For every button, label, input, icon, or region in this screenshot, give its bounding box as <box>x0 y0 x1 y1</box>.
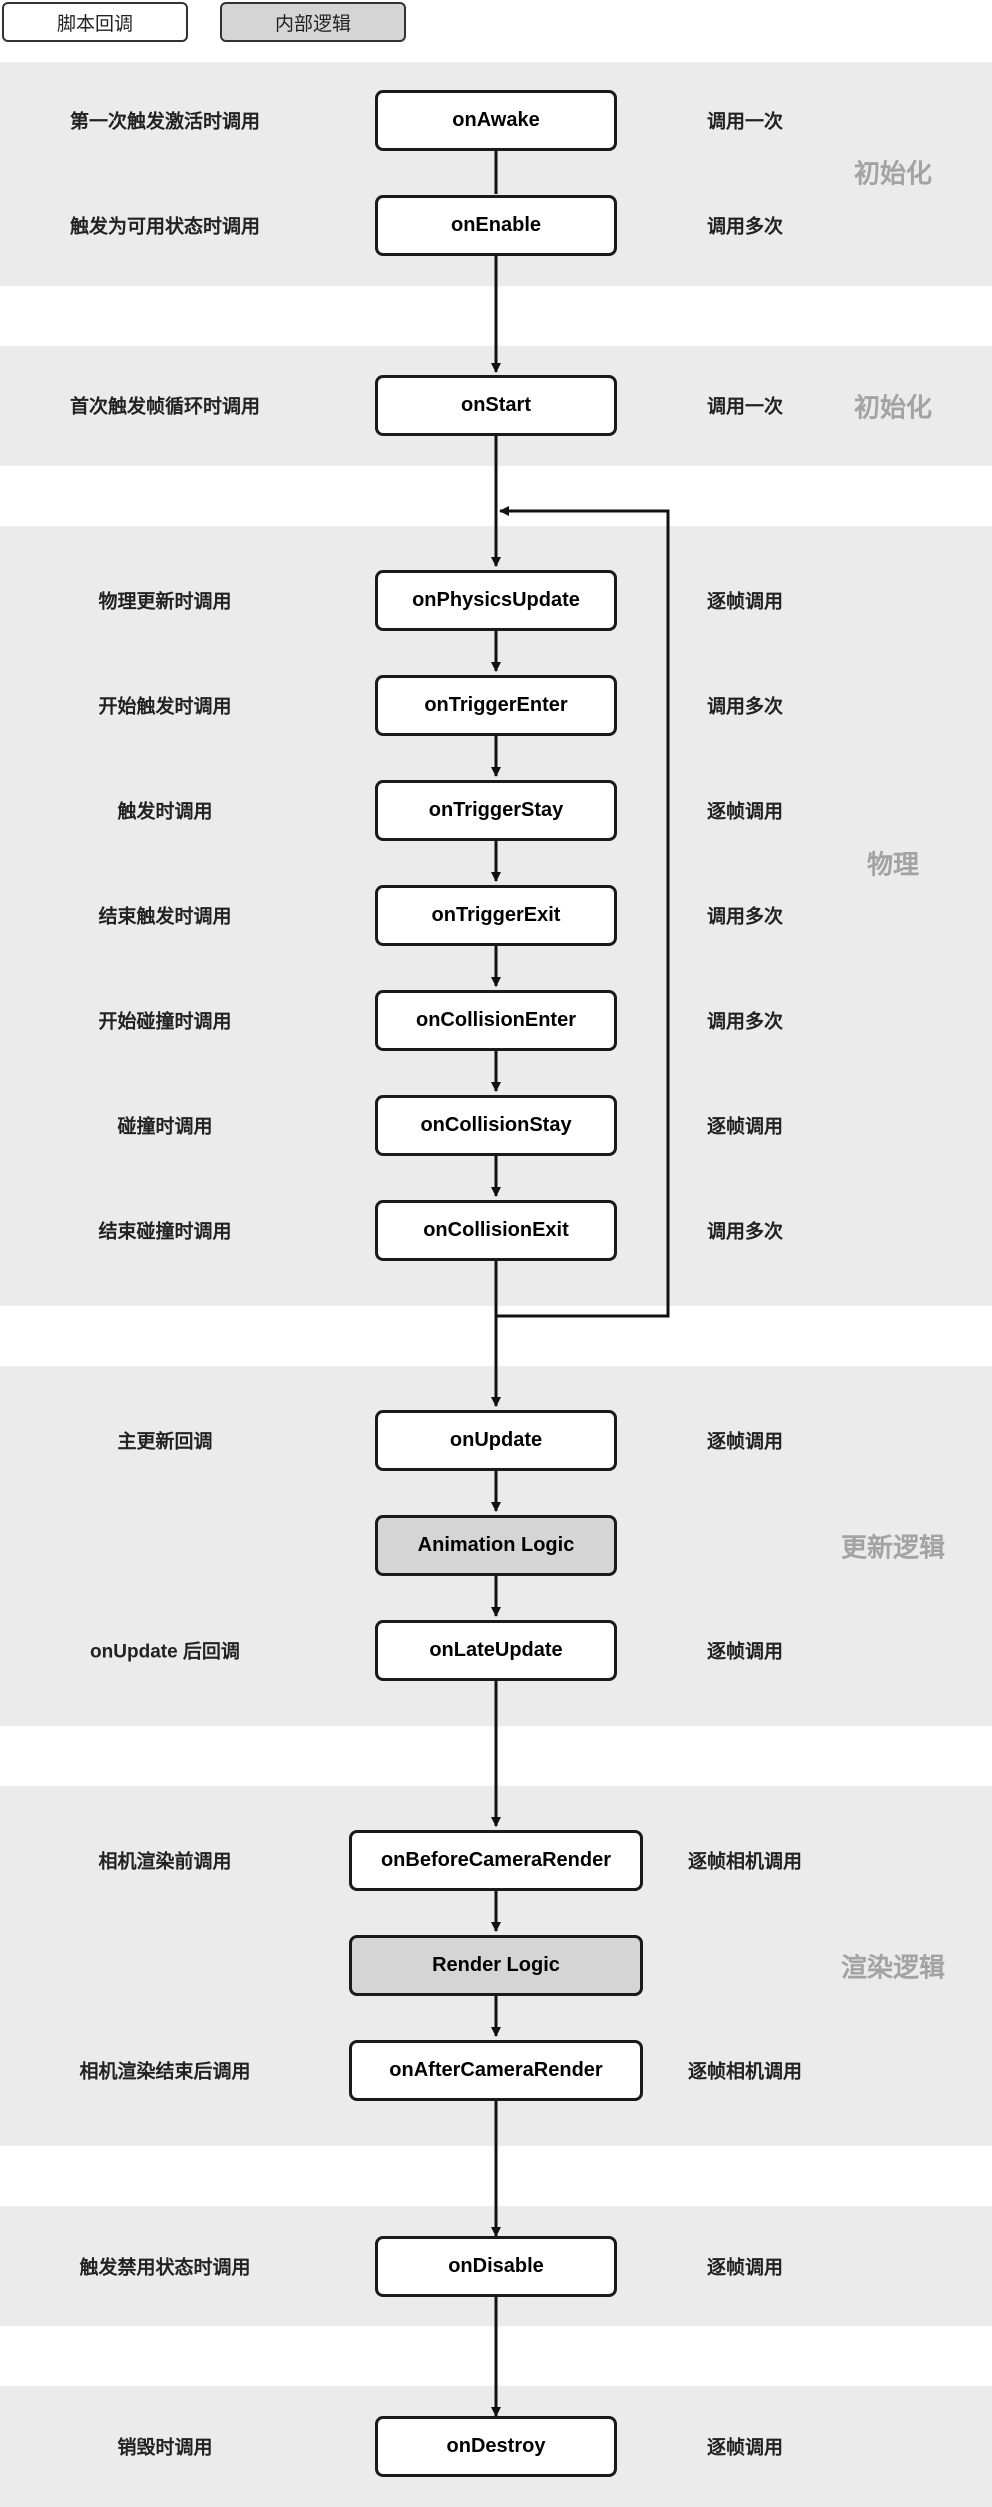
node-ondisable: onDisable <box>375 2236 617 2297</box>
node-ondestroy: onDestroy <box>375 2416 617 2477</box>
freq-oncollisionenter: 调用多次 <box>706 1011 783 1033</box>
desc-onstart: 首次触发帧循环时调用 <box>69 396 260 418</box>
legend-script-callback-label: 脚本回调 <box>56 13 133 35</box>
desc-onbeforecamerarender: 相机渲染前调用 <box>98 1851 232 1873</box>
freq-oncollisionexit: 调用多次 <box>706 1221 783 1243</box>
node-onenable: onEnable <box>375 195 617 256</box>
node-onupdate: onUpdate <box>375 1410 617 1471</box>
desc-onupdate: 主更新回调 <box>117 1431 213 1453</box>
desc-onawake: 第一次触发激活时调用 <box>69 111 260 133</box>
desc-ontriggerexit: 结束触发时调用 <box>98 906 232 928</box>
node-onaftercamerarender: onAfterCameraRender <box>349 2040 643 2101</box>
node-ontriggerenter: onTriggerEnter <box>375 675 617 736</box>
freq-ontriggerstay: 逐帧调用 <box>706 801 783 823</box>
node-ontriggerstay: onTriggerStay <box>375 780 617 841</box>
node-animation-logic: Animation Logic <box>375 1515 617 1576</box>
stage-label-physics: 物理 <box>866 849 919 880</box>
freq-onaftercamerarender: 逐帧相机调用 <box>687 2061 802 2083</box>
node-oncollisionstay: onCollisionStay <box>375 1095 617 1156</box>
node-ontriggerexit: onTriggerExit <box>375 885 617 946</box>
node-render-logic: Render Logic <box>349 1935 643 1996</box>
node-onbeforecamerarender: onBeforeCameraRender <box>349 1830 643 1891</box>
desc-onenable: 触发为可用状态时调用 <box>69 216 260 238</box>
node-oncollisionexit: onCollisionExit <box>375 1200 617 1261</box>
freq-ondestroy: 逐帧调用 <box>706 2437 783 2459</box>
node-onlateupdate: onLateUpdate <box>375 1620 617 1681</box>
desc-ondisable: 触发禁用状态时调用 <box>79 2257 251 2279</box>
node-onawake: onAwake <box>375 90 617 151</box>
desc-oncollisionstay: 碰撞时调用 <box>117 1116 213 1138</box>
desc-oncollisionexit: 结束碰撞时调用 <box>98 1221 232 1243</box>
desc-oncollisionenter: 开始碰撞时调用 <box>98 1011 232 1033</box>
desc-ontriggerstay: 触发时调用 <box>117 801 213 823</box>
legend-script-callback: 脚本回调 <box>2 2 188 42</box>
freq-ondisable: 逐帧调用 <box>706 2257 783 2279</box>
stage-label-render: 渲染逻辑 <box>840 1952 945 1983</box>
freq-onawake: 调用一次 <box>706 111 783 133</box>
freq-onlateupdate: 逐帧调用 <box>706 1641 783 1663</box>
node-oncollisionenter: onCollisionEnter <box>375 990 617 1051</box>
freq-oncollisionstay: 逐帧调用 <box>706 1116 783 1138</box>
freq-onbeforecamerarender: 逐帧相机调用 <box>687 1851 802 1873</box>
freq-ontriggerenter: 调用多次 <box>706 696 783 718</box>
node-onstart: onStart <box>375 375 617 436</box>
desc-onaftercamerarender: 相机渲染结束后调用 <box>79 2061 251 2083</box>
desc-ondestroy: 销毁时调用 <box>117 2437 213 2459</box>
freq-onstart: 调用一次 <box>706 396 783 418</box>
desc-onphysicsupdate: 物理更新时调用 <box>98 591 232 613</box>
node-onphysicsupdate: onPhysicsUpdate <box>375 570 617 631</box>
legend-internal-logic-label: 内部逻辑 <box>274 13 351 35</box>
stage-label-init-2: 初始化 <box>853 392 932 423</box>
freq-onphysicsupdate: 逐帧调用 <box>706 591 783 613</box>
stage-label-init: 初始化 <box>853 158 932 189</box>
edge-physics-loop <box>496 506 670 1318</box>
stage-label-update: 更新逻辑 <box>840 1532 945 1563</box>
desc-ontriggerenter: 开始触发时调用 <box>98 696 232 718</box>
freq-onupdate: 逐帧调用 <box>706 1431 783 1453</box>
freq-ontriggerexit: 调用多次 <box>706 906 783 928</box>
freq-onenable: 调用多次 <box>706 216 783 238</box>
desc-onlateupdate: onUpdate 后回调 <box>90 1641 240 1663</box>
legend-internal-logic: 内部逻辑 <box>220 2 406 42</box>
